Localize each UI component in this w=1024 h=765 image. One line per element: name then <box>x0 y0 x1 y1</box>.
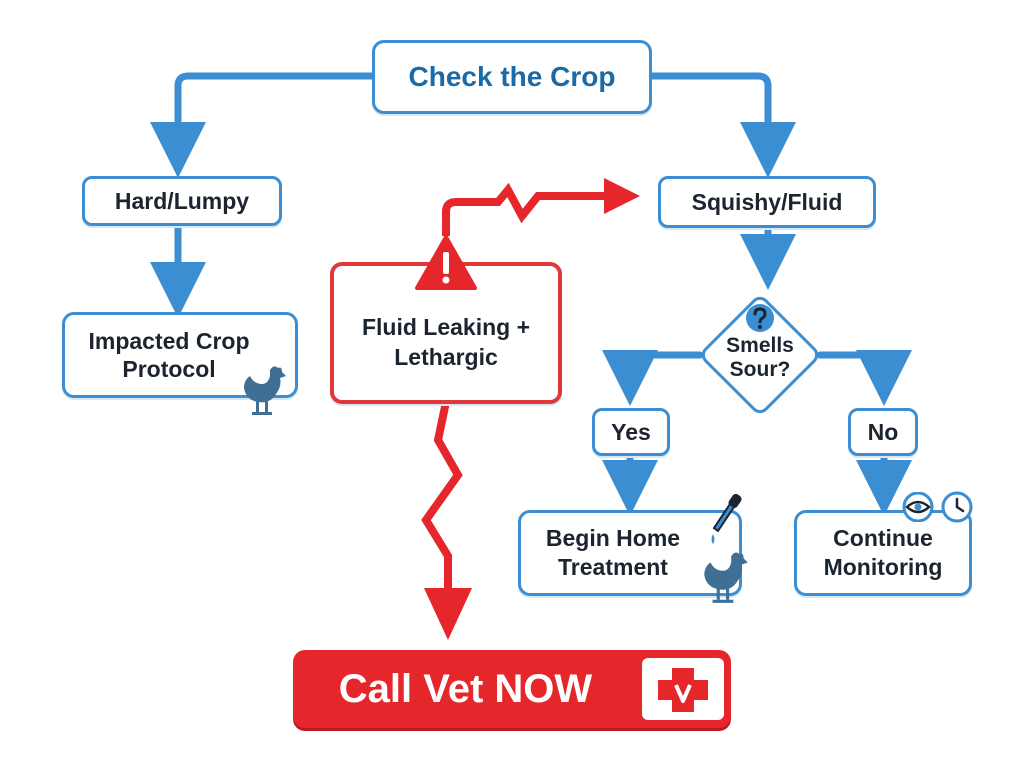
smells-sour-label: Smells Sour? <box>726 334 794 381</box>
chicken-icon <box>240 362 288 418</box>
blue-connectors <box>150 72 912 516</box>
edge-diamond-to-no <box>816 350 912 406</box>
chicken-icon <box>700 548 750 606</box>
hard-lumpy-node: Hard/Lumpy <box>82 176 282 226</box>
call-vet-label: Call Vet NOW <box>338 666 593 711</box>
medical-cross-icon <box>642 658 724 720</box>
smells-sour-text: Smells Sour? <box>700 330 820 386</box>
red-arrowhead-down <box>424 588 472 640</box>
start-node: Check the Crop <box>372 40 652 114</box>
clock-icon <box>940 490 974 524</box>
edge-start-to-squishy <box>648 72 796 178</box>
continue-monitoring-label: Continue Monitoring <box>823 525 943 580</box>
question-circle-icon <box>744 302 776 334</box>
red-arrowhead-right <box>604 178 640 214</box>
squishy-fluid-node: Squishy/Fluid <box>658 176 876 228</box>
yes-label: Yes <box>611 418 651 445</box>
fluid-leaking-label: Fluid Leaking + Lethargic <box>361 314 531 370</box>
home-treatment-label: Begin Home Treatment <box>545 525 681 580</box>
no-node: No <box>848 408 918 456</box>
dropper-icon <box>704 492 748 548</box>
warning-triangle-icon <box>414 234 478 292</box>
no-label: No <box>867 418 899 445</box>
continue-monitoring-node: Continue Monitoring <box>794 510 972 596</box>
start-node-label: Check the Crop <box>408 61 616 92</box>
yes-node: Yes <box>592 408 670 456</box>
edge-diamond-to-yes <box>602 350 704 406</box>
squishy-fluid-label: Squishy/Fluid <box>691 188 843 215</box>
eye-icon <box>900 491 936 523</box>
home-treatment-node: Begin Home Treatment <box>518 510 742 596</box>
edge-fluid-to-squishy <box>442 182 612 236</box>
hard-lumpy-label: Hard/Lumpy <box>114 187 250 214</box>
impacted-crop-label: Impacted Crop Protocol <box>88 328 250 382</box>
edge-start-to-hard <box>150 72 376 178</box>
red-connectors <box>421 182 612 592</box>
edge-fluid-to-vet <box>421 401 463 592</box>
